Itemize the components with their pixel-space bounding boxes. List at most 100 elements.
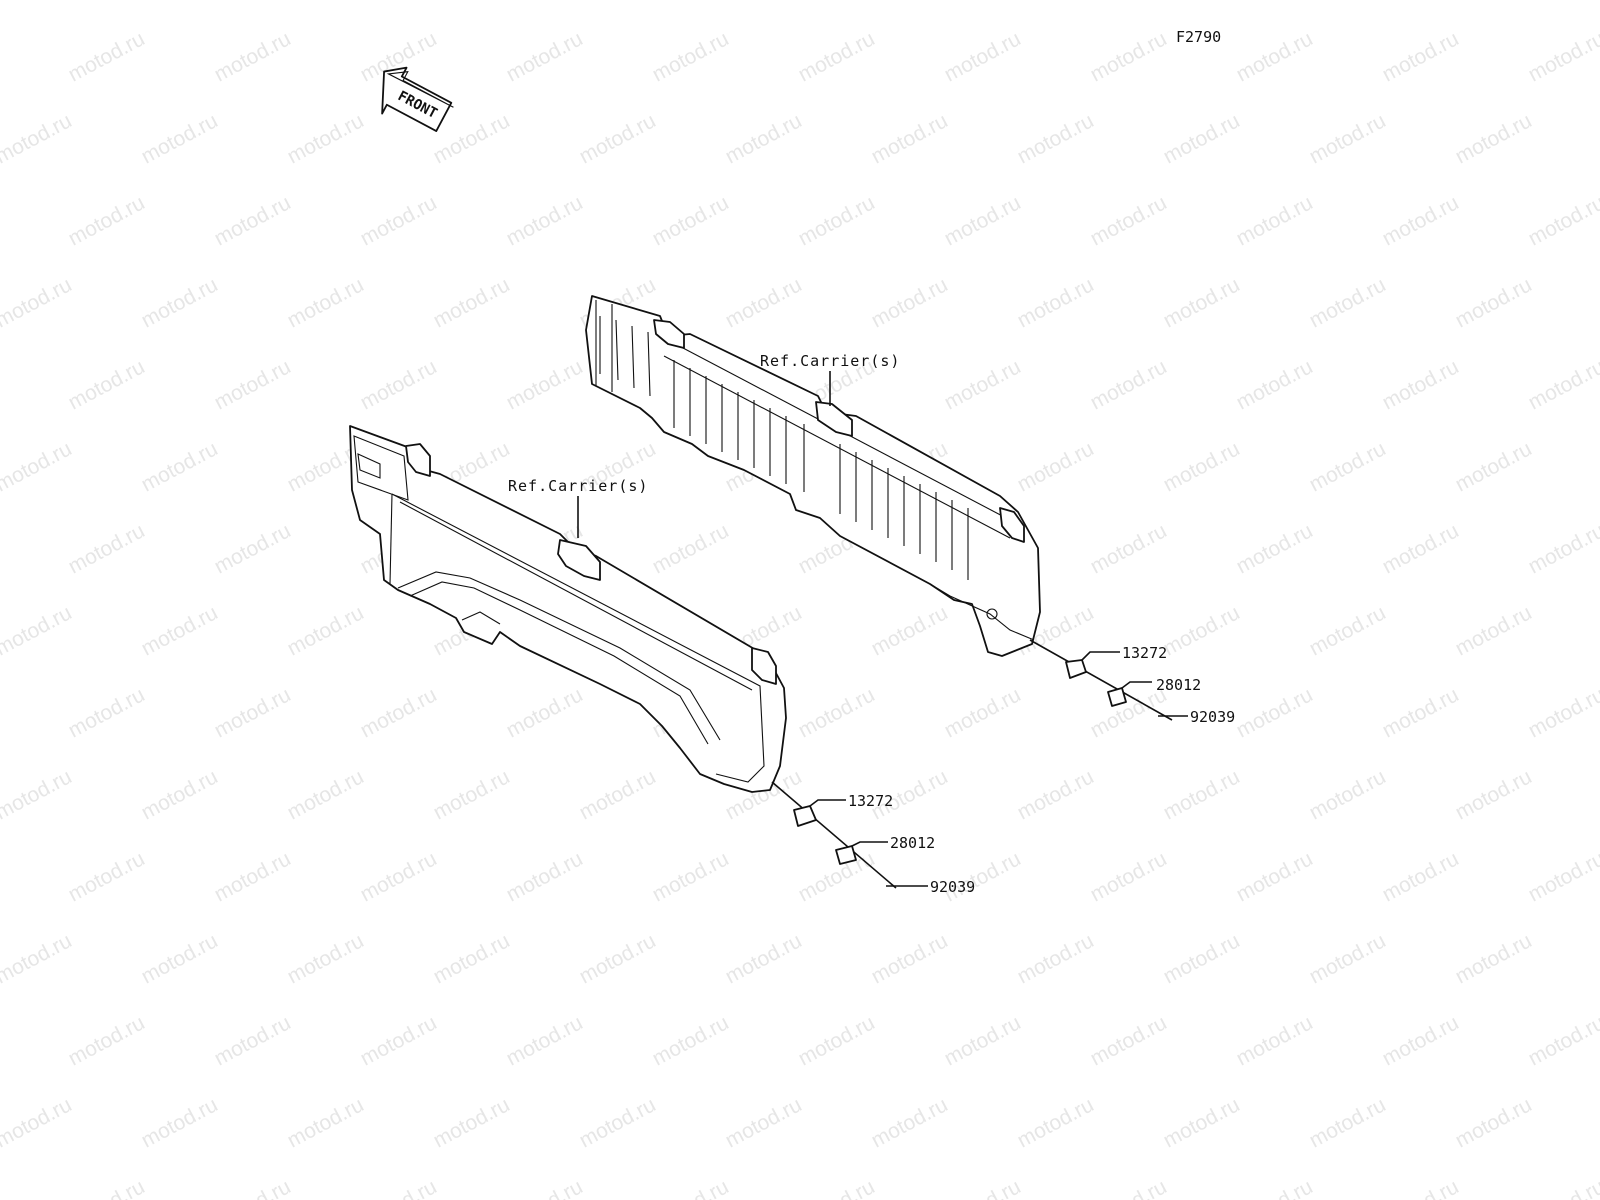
watermark-text: motod.ru	[503, 847, 587, 906]
rear-carrier-cover	[585, 295, 1041, 657]
watermark-text: motod.ru	[795, 27, 879, 86]
watermark-text: motod.ru	[284, 765, 368, 824]
watermark-text: motod.ru	[722, 109, 806, 168]
watermark-text: motod.ru	[138, 437, 222, 496]
watermark-text: motod.ru	[1087, 1011, 1171, 1070]
watermark-text: motod.ru	[1160, 437, 1244, 496]
watermark-text: motod.ru	[722, 273, 806, 332]
watermark-text: motod.ru	[1160, 0, 1244, 4]
watermark-text: motod.ru	[1087, 191, 1171, 250]
watermark-text: motod.ru	[1306, 273, 1390, 332]
rear-callout-13272: 13272	[1122, 644, 1167, 662]
watermark-text: motod.ru	[1379, 27, 1463, 86]
watermark-text: motod.ru	[211, 519, 295, 578]
watermark-text: motod.ru	[138, 601, 222, 660]
watermark-text: motod.ru	[795, 847, 879, 906]
watermark-text: motod.ru	[1379, 355, 1463, 414]
watermark-text: motod.ru	[0, 601, 76, 660]
front-carrier-left-tab	[405, 443, 431, 477]
watermark-text: motod.ru	[576, 765, 660, 824]
watermark-text: motod.ru	[0, 683, 3, 742]
watermark-text: motod.ru	[1233, 27, 1317, 86]
watermark-text: motod.ru	[284, 1093, 368, 1152]
watermark-text: motod.ru	[868, 929, 952, 988]
watermark-text: motod.ru	[1160, 765, 1244, 824]
watermark-text: motod.ru	[1087, 519, 1171, 578]
watermark-text: motod.ru	[795, 1011, 879, 1070]
watermark-text: motod.ru	[722, 1093, 806, 1152]
watermark-text: motod.ru	[941, 27, 1025, 86]
watermark-text: motod.ru	[1452, 1093, 1536, 1152]
watermark-text: motod.ru	[1379, 519, 1463, 578]
figure-code: F2790	[1176, 28, 1221, 46]
front-carrier-center-tab	[557, 539, 601, 581]
watermark-text: motod.ru	[649, 191, 733, 250]
watermark-text: motod.ru	[1014, 765, 1098, 824]
watermark-text: motod.ru	[211, 27, 295, 86]
watermark-text: motod.ru	[65, 847, 149, 906]
watermark-text: motod.ru	[1233, 1011, 1317, 1070]
watermark-text: motod.ru	[357, 683, 441, 742]
watermark-text: motod.ru	[941, 1175, 1025, 1200]
watermark-text: motod.ru	[1014, 437, 1098, 496]
watermark-text: motod.ru	[1087, 355, 1171, 414]
watermark-text: motod.ru	[868, 1093, 952, 1152]
front-carrier-right-tab	[751, 647, 777, 685]
watermark-text: motod.ru	[1233, 191, 1317, 250]
rear-carrier-ribs	[673, 360, 969, 580]
watermark-text: motod.ru	[1306, 601, 1390, 660]
watermark-text: motod.ru	[0, 1011, 3, 1070]
watermark-text: motod.ru	[0, 519, 3, 578]
watermark-text: motod.ru	[868, 601, 952, 660]
rear-callout-92039: 92039	[1190, 708, 1235, 726]
watermark-text: motod.ru	[1452, 273, 1536, 332]
watermark-text: motod.ru	[357, 191, 441, 250]
watermark-text: motod.ru	[0, 273, 76, 332]
watermark-text: motod.ru	[503, 1175, 587, 1200]
watermark-text: motod.ru	[868, 109, 952, 168]
watermark-text: motod.ru	[1087, 847, 1171, 906]
watermark-text: motod.ru	[138, 765, 222, 824]
watermark-text: motod.ru	[941, 683, 1025, 742]
watermark-text: motod.ru	[1525, 355, 1600, 414]
watermark-text: motod.ru	[1014, 1093, 1098, 1152]
watermark-text: motod.ru	[1160, 273, 1244, 332]
watermark-text: motod.ru	[0, 109, 76, 168]
watermark-text: motod.ru	[576, 929, 660, 988]
watermark-text: motod.ru	[1306, 929, 1390, 988]
watermark-text: motod.ru	[1087, 1175, 1171, 1200]
watermark-text: motod.ru	[65, 1011, 149, 1070]
watermark-text: motod.ru	[1452, 437, 1536, 496]
watermark-text: motod.ru	[1379, 191, 1463, 250]
watermark-text: motod.ru	[649, 1175, 733, 1200]
watermark-text: motod.ru	[1452, 109, 1536, 168]
watermark-text: motod.ru	[430, 929, 514, 988]
watermark-text: motod.ru	[430, 765, 514, 824]
watermark-text: motod.ru	[1452, 601, 1536, 660]
watermark-text: motod.ru	[1379, 847, 1463, 906]
watermark-text: motod.ru	[1379, 683, 1463, 742]
watermark-text: motod.ru	[284, 0, 368, 4]
watermark-text: motod.ru	[138, 1093, 222, 1152]
watermark-text: motod.ru	[503, 355, 587, 414]
plate-13272-front	[793, 805, 817, 827]
watermark-text: motod.ru	[1525, 27, 1600, 86]
watermark-text: motod.ru	[1160, 601, 1244, 660]
watermark-text: motod.ru	[1233, 847, 1317, 906]
watermark-text: motod.ru	[1087, 27, 1171, 86]
watermark-text: motod.ru	[941, 847, 1025, 906]
watermark-text: motod.ru	[1160, 109, 1244, 168]
watermark-text: motod.ru	[0, 847, 3, 906]
watermark-text: motod.ru	[211, 847, 295, 906]
watermark-text: motod.ru	[65, 683, 149, 742]
watermark-text: motod.ru	[284, 601, 368, 660]
watermark-text: motod.ru	[868, 0, 952, 4]
watermark-text: motod.ru	[211, 1175, 295, 1200]
watermark-text: motod.ru	[211, 191, 295, 250]
watermark-text: motod.ru	[941, 355, 1025, 414]
watermark-text: motod.ru	[138, 0, 222, 4]
watermark-text: motod.ru	[503, 1011, 587, 1070]
watermark-text: motod.ru	[649, 519, 733, 578]
watermark-text: motod.ru	[1014, 0, 1098, 4]
